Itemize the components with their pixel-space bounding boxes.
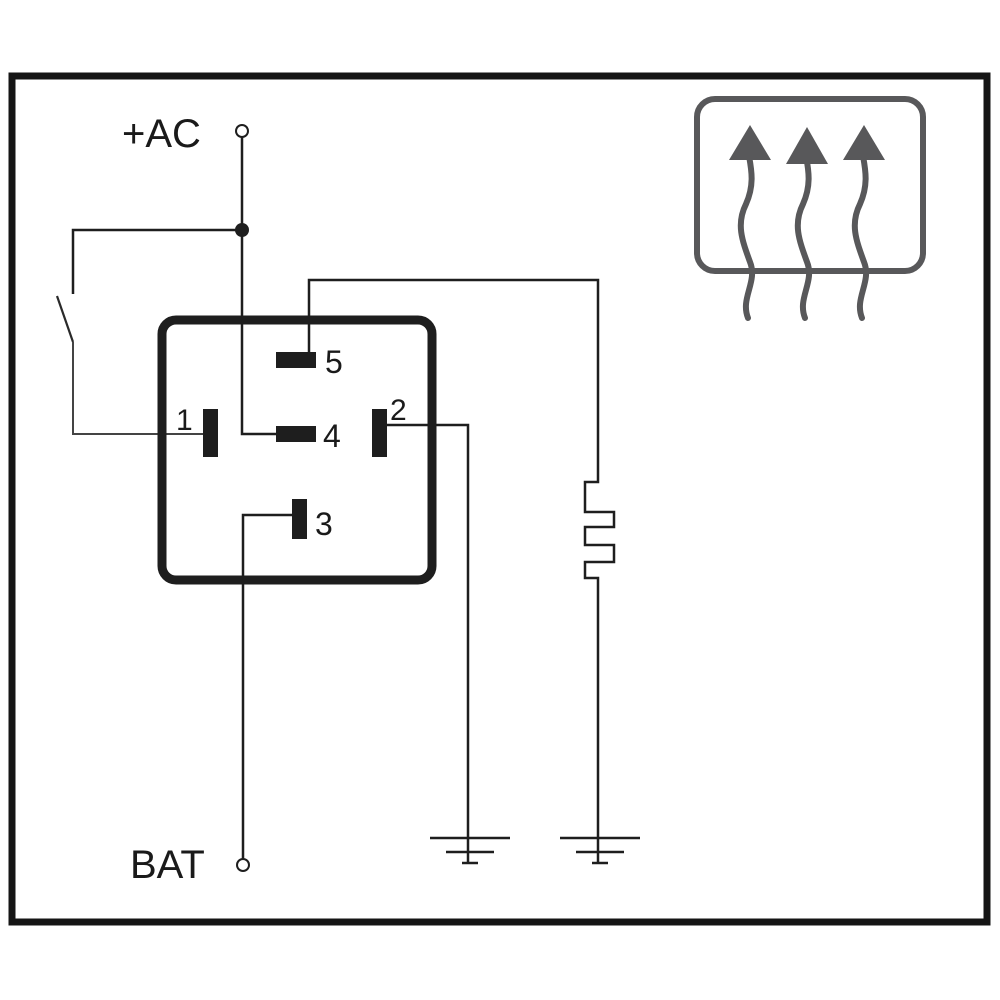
pin-3-label: 3 xyxy=(315,506,333,542)
wire-pin5-to-heater xyxy=(307,278,600,497)
pin-5-contact xyxy=(276,352,316,368)
bat-terminal-icon xyxy=(236,858,250,872)
bat-terminal-label: BAT xyxy=(130,843,205,887)
ac-terminal-icon xyxy=(235,124,249,138)
pin-5-label: 5 xyxy=(325,344,343,380)
pin-2-contact xyxy=(372,409,387,457)
pin-3-contact xyxy=(292,499,307,539)
relay-body xyxy=(157,315,437,585)
wire-pin2-to-ground xyxy=(387,423,470,838)
pin-4-contact xyxy=(276,426,316,442)
pin-1-contact xyxy=(203,409,218,457)
ac-terminal-label: +AC xyxy=(122,112,201,156)
heater-element-icon xyxy=(583,497,616,838)
pin-2-label: 2 xyxy=(390,394,407,427)
ground-1-icon xyxy=(430,836,510,865)
outer-frame xyxy=(8,72,991,926)
pin-4-label: 4 xyxy=(323,418,341,454)
pin-1-label: 1 xyxy=(176,404,193,437)
switch-icon xyxy=(55,295,75,343)
wire-junction-to-switch xyxy=(71,228,242,294)
wire-pin3-to-bat xyxy=(241,513,292,859)
ground-2-icon xyxy=(560,836,640,865)
rear-defrost-icon xyxy=(694,96,926,321)
